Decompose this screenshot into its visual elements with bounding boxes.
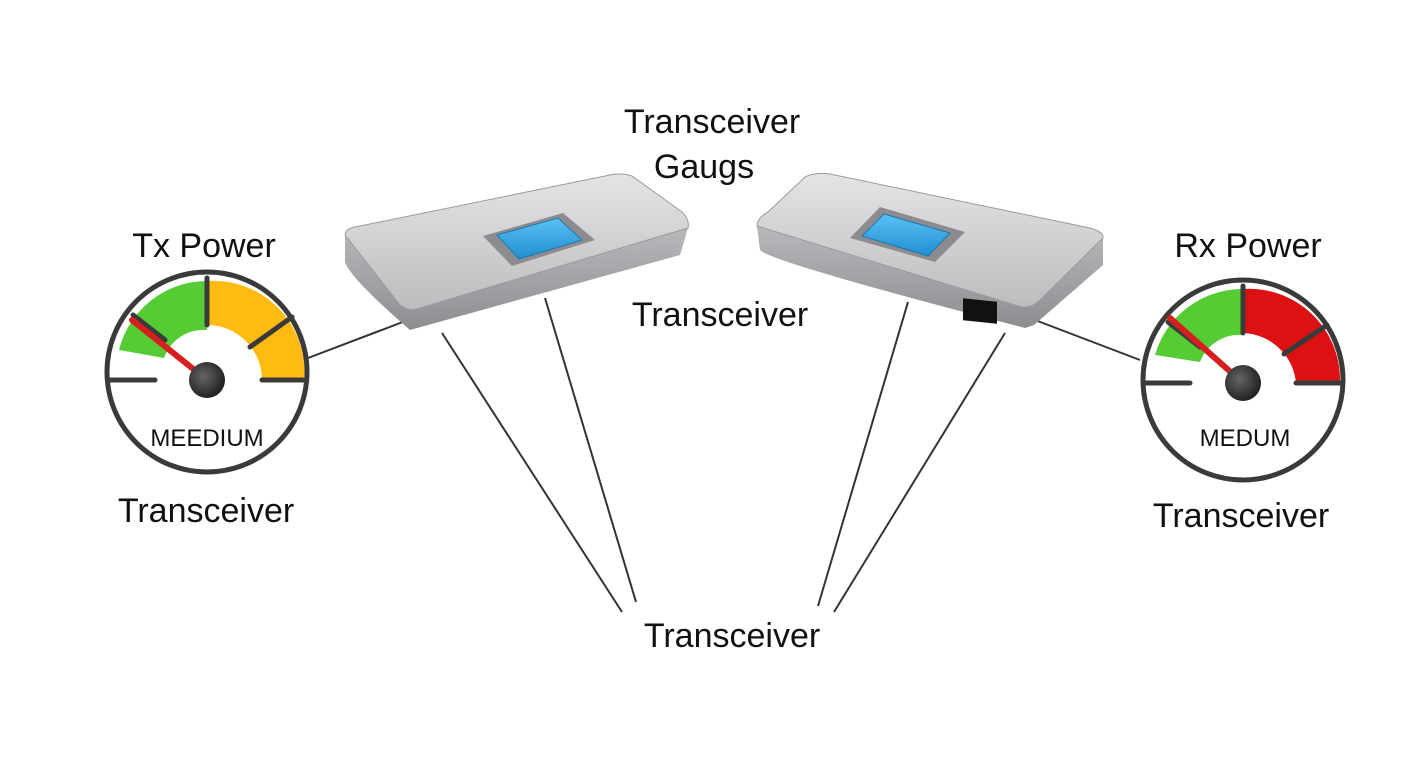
tx-power-gauge: Tx Power MEEDIUM Transceiver <box>104 227 310 530</box>
tx-gauge-low-zone <box>119 281 207 358</box>
connection-lines <box>307 297 1141 613</box>
left-device-line-1 <box>441 332 623 613</box>
bottom-center-label: Transceiver <box>644 617 820 655</box>
rx-gauge-hub <box>1225 365 1261 401</box>
right-device-line-2 <box>833 332 1006 613</box>
tx-gauge-ticks <box>107 275 308 383</box>
rx-gauge-dial-label: MEDUM <box>1200 425 1291 452</box>
tx-gauge-high-zone <box>207 280 305 380</box>
left-transceiver-device <box>344 173 689 330</box>
right-device-port <box>963 298 997 324</box>
rx-gauge-high-zone <box>1243 288 1341 383</box>
rx-power-gauge: Rx Power MEDUM Transceiver <box>1140 227 1346 535</box>
right-transceiver-device <box>756 172 1104 328</box>
right-device-line-1 <box>817 301 909 607</box>
right-device-button <box>861 213 951 257</box>
rx-gauge-low-zone <box>1155 288 1243 362</box>
tx-gauge-caption: Transceiver <box>118 492 294 530</box>
rx-gauge-caption: Transceiver <box>1153 497 1329 535</box>
title-line-2: Gaugs <box>654 148 754 186</box>
tx-gauge-dial-label: MEEDIUM <box>150 425 263 452</box>
left-device-line-2 <box>544 297 637 603</box>
center-right-label: Transceiver <box>632 296 808 334</box>
tx-gauge-title: Tx Power <box>132 227 276 265</box>
tx-gauge-link <box>307 319 409 359</box>
rx-gauge-title: Rx Power <box>1174 227 1321 265</box>
left-device-button <box>496 217 583 260</box>
title-line-1: Transceiver <box>624 103 800 141</box>
tx-gauge-hub <box>189 362 225 398</box>
rx-gauge-link <box>1034 319 1141 361</box>
